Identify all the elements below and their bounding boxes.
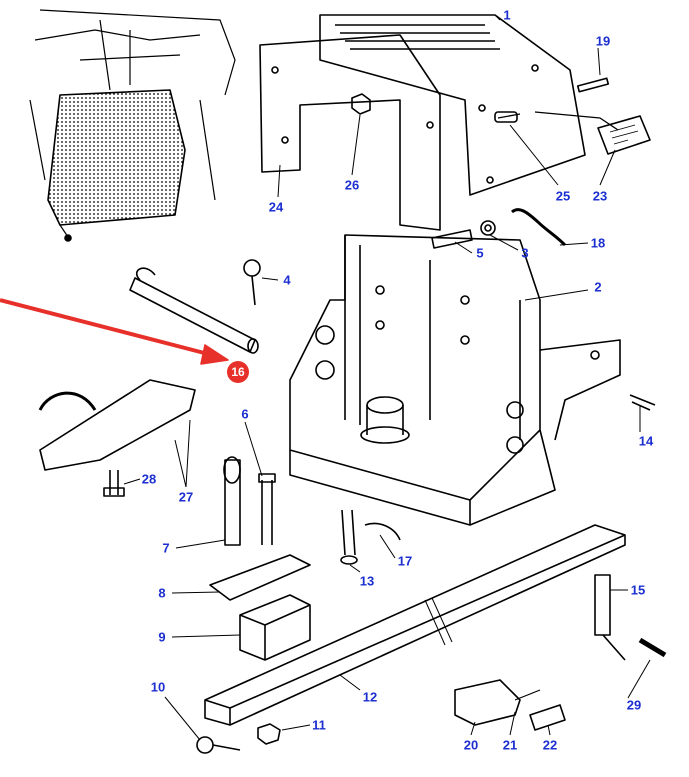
part-label-26[interactable]: 26 [344,177,360,193]
part-label-17[interactable]: 17 [397,553,413,569]
part-label-24[interactable]: 24 [268,199,284,215]
part-label-5[interactable]: 5 [476,245,484,261]
part-label-11[interactable]: 11 [312,717,326,733]
part-label-25[interactable]: 25 [555,188,571,204]
part-label-14[interactable]: 14 [638,433,654,449]
highlight-arrow [0,298,229,365]
part-label-18[interactable]: 18 [590,235,606,251]
part-label-9[interactable]: 9 [158,629,166,645]
part-label-23[interactable]: 23 [592,188,608,204]
part-label-21[interactable]: 21 [502,737,518,753]
part-label-19[interactable]: 19 [595,33,611,49]
part-label-8[interactable]: 8 [158,585,166,601]
part-label-27[interactable]: 27 [178,489,194,505]
part-label-2[interactable]: 2 [594,279,602,295]
part-label-15[interactable]: 15 [630,582,646,598]
part-label-6[interactable]: 6 [241,406,249,422]
part-label-12[interactable]: 12 [362,689,378,705]
part-label-3[interactable]: 3 [521,245,529,261]
part-label-22[interactable]: 22 [542,737,558,753]
part-label-13[interactable]: 13 [359,573,375,589]
leader-lines [123,14,651,741]
part-label-10[interactable]: 10 [150,679,166,695]
part-label-1[interactable]: 1 [503,7,511,23]
part-label-29[interactable]: 29 [626,697,642,713]
part-label-28[interactable]: 28 [141,471,157,487]
part-label-16-highlighted[interactable]: 16 [227,361,249,383]
part-label-4[interactable]: 4 [283,272,291,288]
tractor-inset [24,4,241,242]
part-label-20[interactable]: 20 [463,737,479,753]
part-label-7[interactable]: 7 [162,540,170,556]
